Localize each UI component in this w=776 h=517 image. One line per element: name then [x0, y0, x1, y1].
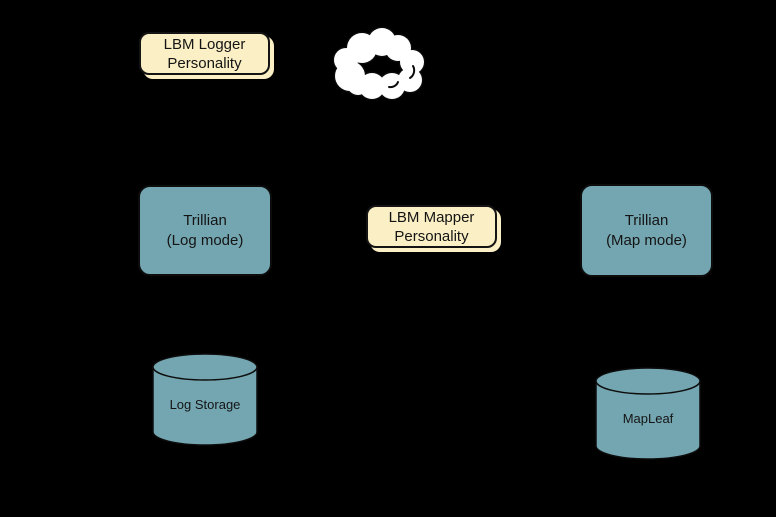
cloud-icon	[332, 26, 426, 101]
node-trillian-log-mode: Trillian (Log mode)	[138, 185, 272, 276]
node-label-line: LBM Logger	[163, 35, 246, 53]
node-label-line: Personality	[394, 227, 469, 245]
node-trillian-map-mode: Trillian (Map mode)	[580, 184, 713, 277]
node-label-line: Trillian	[624, 211, 669, 229]
cylinder-label: MapLeaf	[622, 411, 674, 426]
node-label-line: LBM Mapper	[388, 208, 475, 226]
node-label-line: (Map mode)	[606, 231, 687, 249]
cloud-node	[330, 24, 430, 106]
node-label-line: Trillian	[183, 211, 227, 229]
node-label-line: (Log mode)	[166, 231, 244, 249]
cylinder-label: Log Storage	[169, 397, 241, 412]
node-lbm-logger-personality: LBM Logger Personality	[139, 32, 270, 75]
database-cylinder-icon	[595, 367, 701, 460]
database-cylinder-icon	[152, 353, 258, 446]
log-storage-cylinder: Log Storage	[152, 353, 258, 446]
mapleaf-cylinder: MapLeaf	[595, 367, 701, 460]
node-label-line: Personality	[167, 54, 242, 72]
node-lbm-mapper-personality: LBM Mapper Personality	[366, 205, 497, 248]
